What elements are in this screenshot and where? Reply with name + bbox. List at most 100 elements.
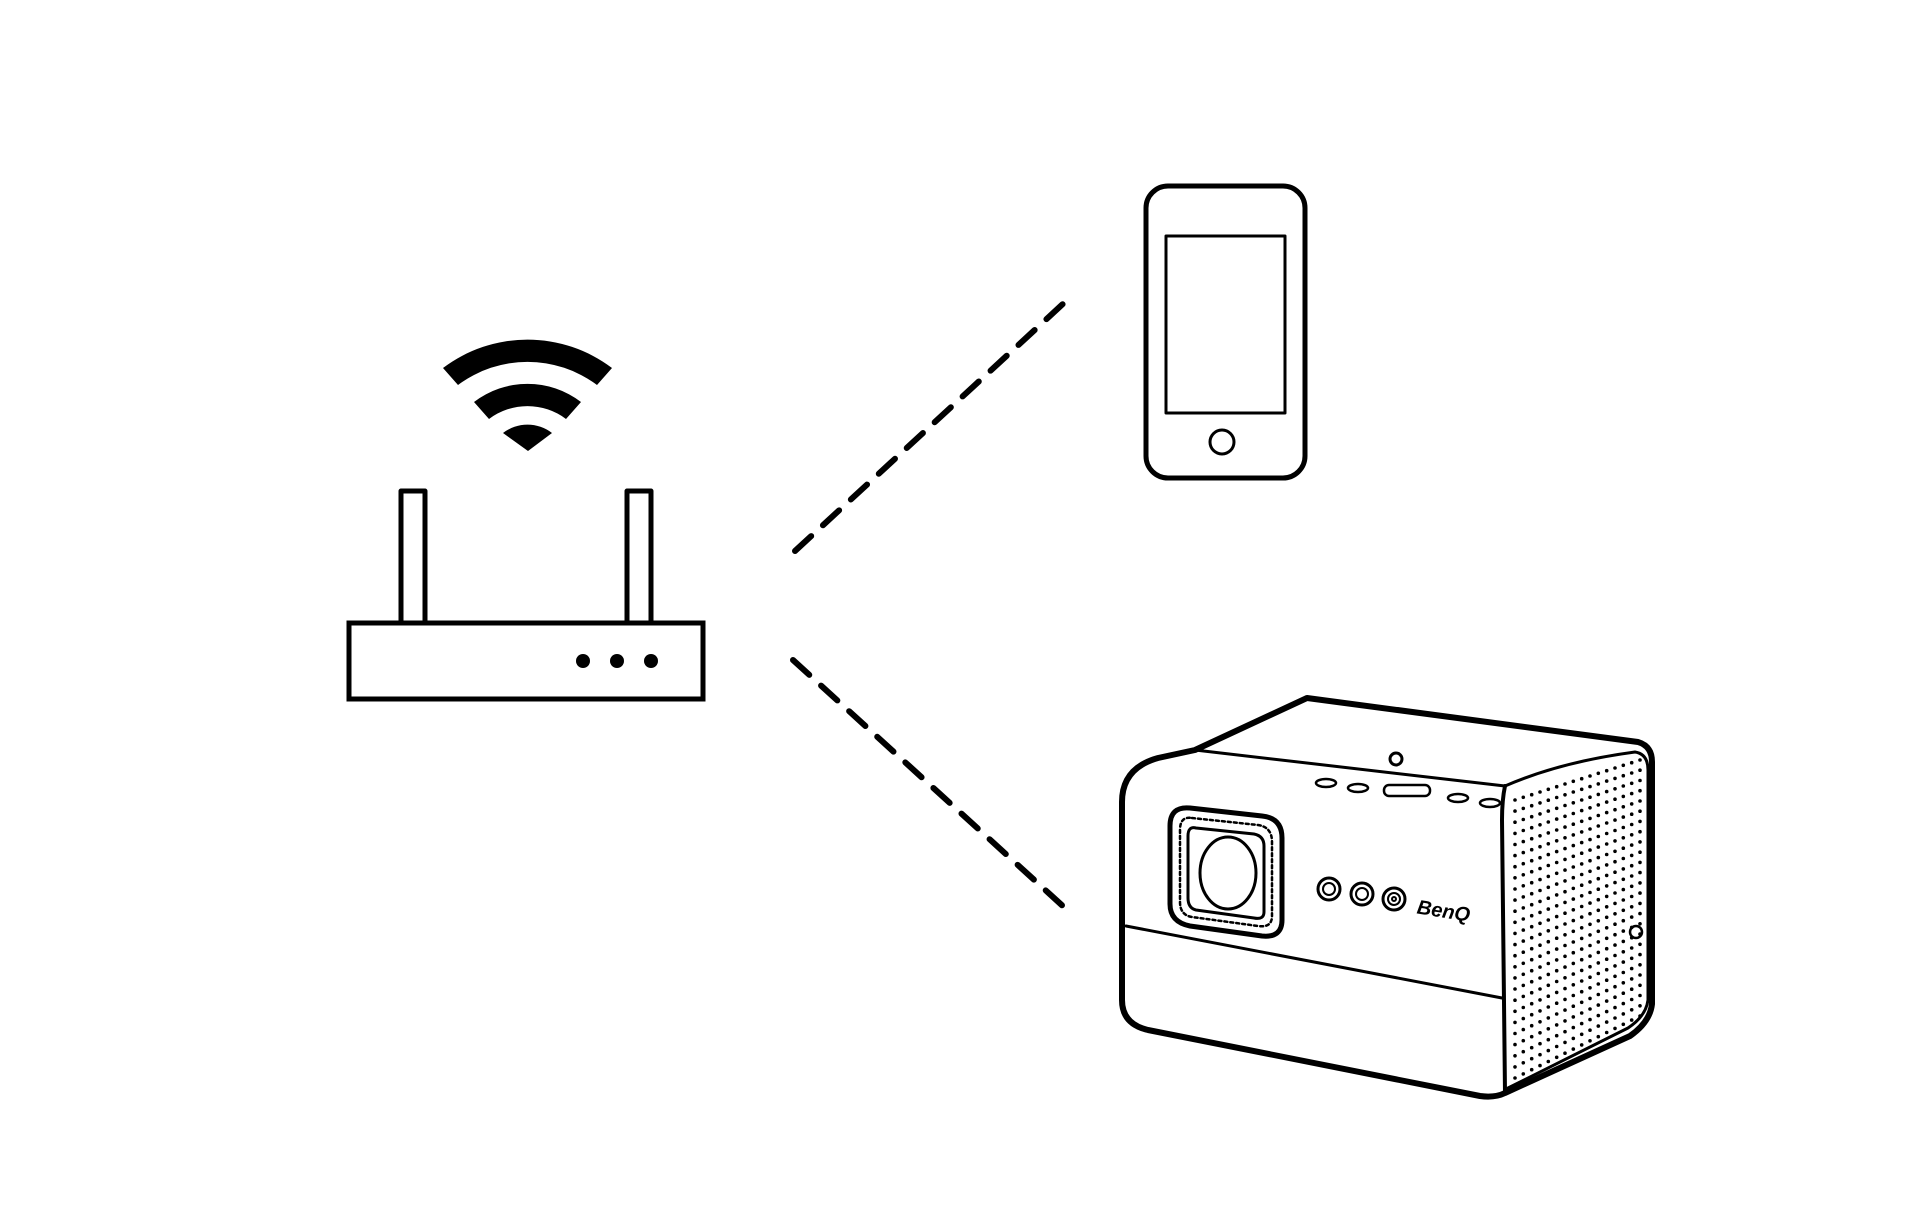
grille-dot: [1579, 968, 1584, 973]
grille-dot: [1529, 1001, 1534, 1006]
grille-dot: [1604, 957, 1609, 961]
grille-dot: [1521, 950, 1526, 954]
grille-dot: [1613, 901, 1617, 906]
grille-dot: [1629, 853, 1634, 858]
grille-dot: [1596, 803, 1601, 807]
grille-dot: [1554, 1023, 1559, 1027]
grille-dot: [1629, 822, 1634, 827]
grille-dot: [1563, 933, 1567, 937]
grille-dot: [1563, 1008, 1567, 1012]
grille-dot: [1529, 1056, 1534, 1061]
grille-dot: [1529, 1067, 1534, 1072]
grille-dot: [1546, 820, 1551, 824]
grille-dot: [1546, 1005, 1551, 1009]
grille-dot: [1538, 932, 1542, 937]
projector-top-sensor: [1388, 751, 1404, 767]
grille-dot: [1554, 871, 1559, 876]
grille-dot: [1529, 825, 1534, 830]
grille-dot: [1638, 952, 1642, 957]
grille-dot: [1604, 831, 1609, 836]
grille-dot: [1513, 1009, 1517, 1014]
grille-dot: [1638, 788, 1642, 793]
grille-dot: [1546, 1048, 1551, 1053]
grille-dot: [1563, 879, 1567, 883]
projector-front-button: [1349, 881, 1375, 907]
grille-dot: [1521, 1049, 1526, 1054]
grille-dot: [1596, 982, 1601, 986]
grille-dot: [1588, 869, 1592, 874]
grille-dot: [1554, 806, 1559, 811]
grille-dot: [1638, 778, 1642, 783]
grille-dot: [1521, 861, 1526, 866]
grille-dot: [1579, 851, 1584, 855]
grille-dot: [1546, 907, 1551, 911]
grille-dot: [1529, 880, 1534, 885]
grille-dot: [1613, 787, 1617, 791]
grille-dot: [1513, 842, 1517, 847]
projector-front-button: [1387, 892, 1401, 906]
grille-dot: [1571, 811, 1576, 816]
grille-dot: [1621, 836, 1626, 840]
grille-dot: [1554, 904, 1559, 908]
grille-dot: [1554, 860, 1559, 865]
wifi-arc-outer: [443, 339, 612, 385]
grille-dot: [1529, 935, 1534, 940]
lens-housing-inner: [1178, 816, 1274, 928]
grille-dot: [1596, 824, 1601, 828]
grille-dot: [1571, 1025, 1576, 1030]
grille-dot: [1588, 827, 1592, 831]
grille-dot: [1638, 1014, 1642, 1018]
grille-dot: [1579, 808, 1584, 813]
router-antenna-right: [624, 488, 654, 628]
grille-dot: [1538, 855, 1542, 860]
grille-dot: [1613, 964, 1617, 968]
grille-dot: [1513, 898, 1517, 902]
grille-dot: [1629, 833, 1634, 837]
grille-dot: [1604, 999, 1609, 1003]
grille-dot: [1554, 1001, 1559, 1005]
grille-dot: [1563, 857, 1567, 862]
grille-dot: [1529, 990, 1534, 995]
grille-dot: [1538, 1031, 1542, 1035]
grille-dot: [1621, 805, 1626, 809]
projector-icon: BenQ: [1119, 695, 1655, 1100]
grille-dot: [1588, 922, 1592, 927]
grille-dot: [1638, 891, 1642, 895]
grille-dot: [1554, 795, 1559, 800]
grille-dot: [1529, 1034, 1534, 1039]
grille-dot: [1638, 993, 1642, 998]
grille-dot: [1538, 866, 1542, 871]
grille-dot: [1521, 884, 1526, 888]
grille-dot: [1629, 874, 1634, 878]
grille-dot: [1554, 893, 1559, 897]
grille-dot: [1588, 795, 1592, 799]
grille-dot: [1638, 809, 1642, 813]
grille-dot: [1554, 914, 1559, 919]
grille-dot: [1613, 797, 1617, 801]
projector-button: [1446, 792, 1470, 804]
grille-dot: [1546, 874, 1551, 879]
grille-dot: [1571, 854, 1576, 859]
grille-dot: [1596, 992, 1601, 997]
grille-dot: [1588, 933, 1592, 937]
grille-dot: [1604, 967, 1609, 972]
grille-dot: [1521, 961, 1526, 966]
grille-dot: [1538, 801, 1542, 805]
grille-dot: [1513, 876, 1517, 880]
projector-top-edge: [1193, 748, 1507, 788]
grille-dot: [1613, 1005, 1617, 1010]
grille-dot: [1571, 822, 1576, 826]
projector-button: [1314, 777, 1338, 789]
grille-dot: [1563, 889, 1567, 894]
grille-dot: [1571, 908, 1576, 912]
grille-dot: [1546, 1016, 1551, 1020]
grille-dot: [1621, 908, 1626, 913]
grille-dot: [1613, 839, 1617, 843]
grille-dot: [1571, 1047, 1576, 1051]
grille-dot: [1579, 947, 1584, 951]
grille-dot: [1629, 956, 1634, 961]
grille-dot: [1513, 920, 1517, 925]
grille-dot: [1563, 793, 1567, 797]
grille-dot: [1596, 1003, 1601, 1007]
grille-dot: [1521, 1061, 1526, 1065]
